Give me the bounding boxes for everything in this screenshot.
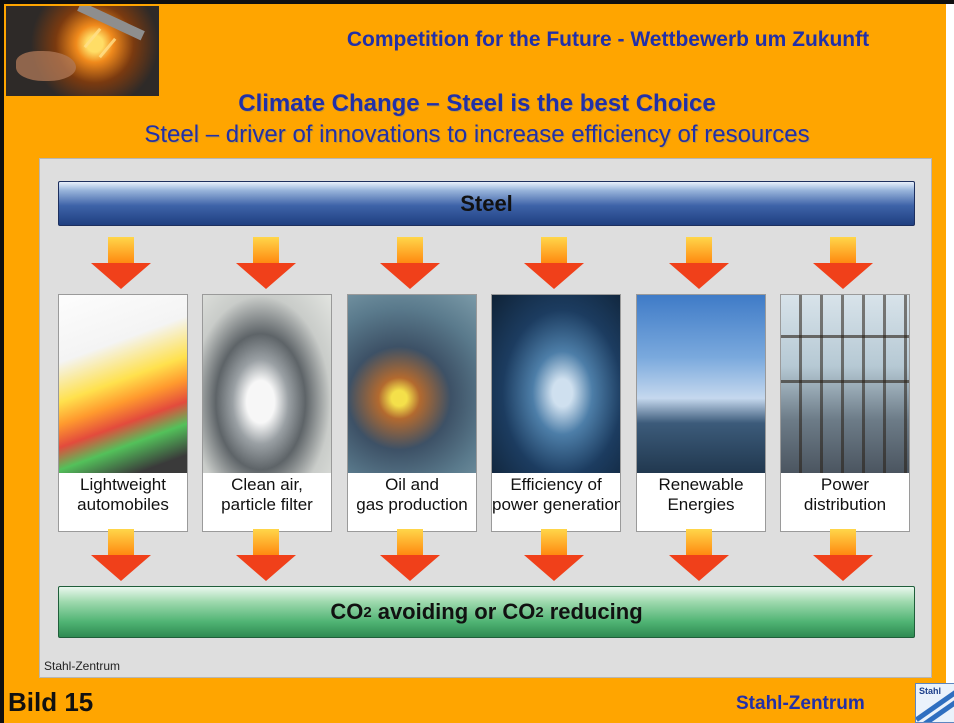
down-arrow <box>524 529 584 581</box>
tool-shape <box>77 6 145 41</box>
panel-lightweight-automobiles: Lightweight automobiles <box>58 294 188 532</box>
panel-label: Renewable Energies <box>637 475 765 515</box>
panel-label: Power distribution <box>781 475 909 515</box>
panel-label-line1: Lightweight <box>79 475 166 494</box>
steel-bar-label: Steel <box>460 190 513 216</box>
panel-label-line2: distribution <box>803 495 887 514</box>
down-arrow <box>669 237 729 289</box>
panel-clean-air: Clean air, particle filter <box>202 294 332 532</box>
panel-label-line1: Clean air, <box>231 475 303 494</box>
wire <box>781 380 909 383</box>
panel-label-line1: Efficiency of <box>510 475 602 494</box>
co2-text: reducing <box>549 599 643 624</box>
down-arrow <box>380 237 440 289</box>
spark <box>83 27 102 49</box>
co2-text: CO <box>330 599 364 624</box>
particle-filter-image <box>203 295 331 473</box>
car-body-frame-image <box>59 295 187 473</box>
panel-label-line2: power generation <box>492 495 621 514</box>
panel-power-distribution: Power distribution <box>780 294 910 532</box>
down-arrow <box>91 237 151 289</box>
steel-bar: Steel <box>58 181 915 226</box>
main-title: Climate Change – Steel is the best Choic… <box>238 90 716 117</box>
panel-label-line1: Power <box>820 475 870 494</box>
down-arrow <box>669 529 729 581</box>
panel-power-generation: Efficiency of power generation <box>491 294 621 532</box>
panel-oil-gas: Oil and gas production <box>347 294 477 532</box>
wire <box>781 335 909 338</box>
co2-text: avoiding or CO <box>377 599 536 624</box>
panel-label-line2: particle filter <box>221 495 313 514</box>
down-arrow <box>813 529 873 581</box>
frame-top-border <box>0 0 954 4</box>
panel-label-line2: gas production <box>356 495 468 514</box>
diagram-credit: Stahl-Zentrum <box>44 659 121 673</box>
down-arrow <box>236 529 296 581</box>
down-arrow <box>91 529 151 581</box>
spark <box>98 37 117 59</box>
steel-diagram: Steel Lightweight automobiles Clean air,… <box>39 158 932 678</box>
down-arrow <box>524 237 584 289</box>
power-lines-image <box>781 295 909 473</box>
panel-label: Lightweight automobiles <box>59 475 187 515</box>
subtitle: Steel – driver of innovations to increas… <box>144 121 810 148</box>
panel-label-line2: automobiles <box>77 495 169 514</box>
turbine-image <box>492 295 620 473</box>
frame-left-border <box>0 0 4 723</box>
panel-label: Clean air, particle filter <box>203 475 331 515</box>
down-arrow <box>380 529 440 581</box>
co2-subscript: 2 <box>535 603 544 621</box>
panel-label-line1: Renewable <box>658 475 744 494</box>
panel-label: Efficiency of power generation <box>492 475 620 515</box>
down-arrow <box>813 237 873 289</box>
slide-number-label: Bild 15 <box>8 687 94 717</box>
panel-renewable-energies: Renewable Energies <box>636 294 766 532</box>
logo-text: Stahl <box>919 686 942 696</box>
steelworker-photo <box>6 6 159 96</box>
stahl-logo: Stahl <box>915 683 954 723</box>
panel-label: Oil and gas production <box>348 475 476 515</box>
offshore-platform-image <box>348 295 476 473</box>
hand-shape <box>16 51 76 81</box>
co2-subscript: 2 <box>363 603 372 621</box>
down-arrow <box>236 237 296 289</box>
panel-label-line1: Oil and <box>385 475 439 494</box>
pylon-lines <box>781 295 909 473</box>
panel-label-line2: Energies <box>667 495 735 514</box>
footer-brand: Stahl-Zentrum <box>736 693 865 714</box>
wind-turbines-image <box>637 295 765 473</box>
header-title: Competition for the Future - Wettbewerb … <box>346 28 870 51</box>
